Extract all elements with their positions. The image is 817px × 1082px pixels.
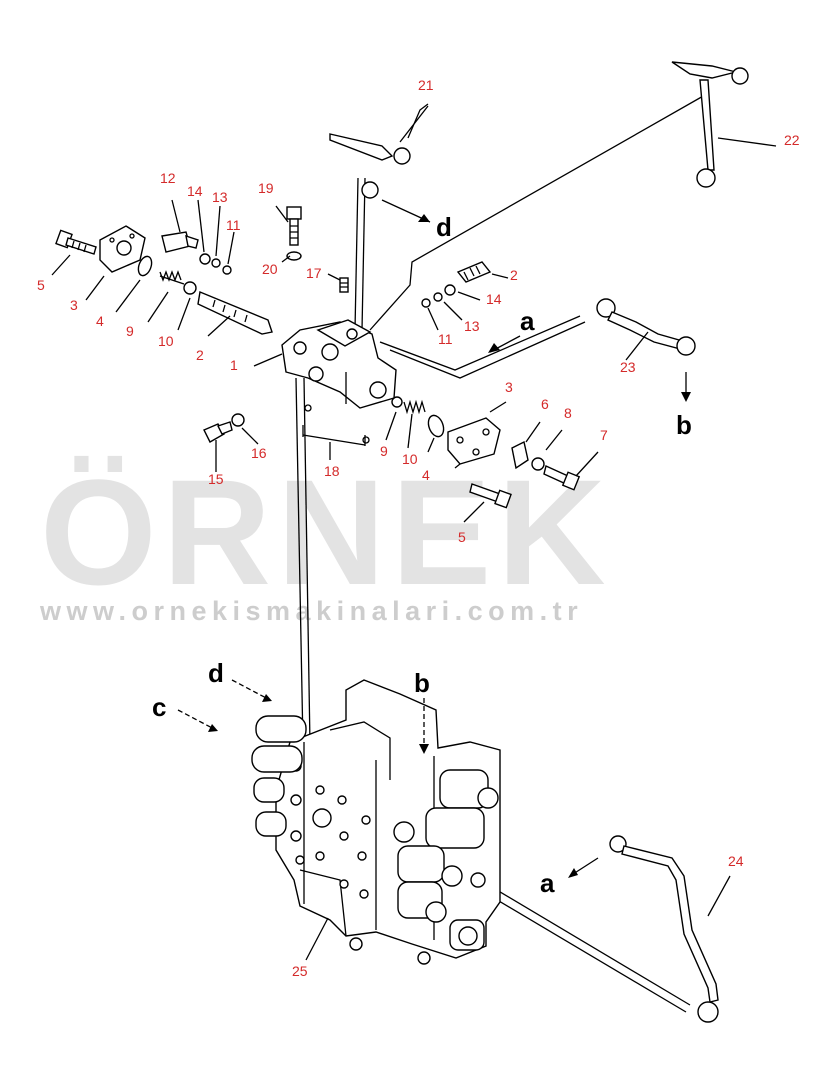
- left-cylinders: [251, 715, 307, 837]
- callout-3-left: 3: [70, 297, 78, 313]
- callout-14-left: 14: [187, 183, 203, 199]
- plug-12: [161, 231, 199, 253]
- spool-2-right: [456, 261, 492, 283]
- callout-18: 18: [324, 463, 340, 479]
- callout-19: 19: [258, 180, 274, 196]
- callout-1: 1: [230, 357, 238, 373]
- callout-23: 23: [620, 359, 636, 375]
- connector-a-top: a: [520, 306, 535, 336]
- callout-24: 24: [728, 853, 744, 869]
- connector-letters: d a b d b c a: [152, 212, 692, 898]
- valve-block-1: [281, 319, 397, 409]
- ring-9-right: [391, 396, 403, 408]
- tube-22: [671, 61, 749, 188]
- leader-lines: [51, 103, 777, 961]
- callout-12: 12: [160, 170, 176, 186]
- bolt-5-left: [55, 229, 97, 255]
- oring-13-right: [433, 292, 443, 302]
- oring-11-right: [421, 298, 431, 308]
- connecting-lines: [295, 94, 706, 1013]
- tube-24: [609, 835, 719, 1023]
- callout-13-right: 13: [464, 318, 480, 334]
- port-holes: [290, 760, 371, 899]
- oring-11-left: [222, 265, 232, 275]
- plug-15: [203, 421, 233, 443]
- spring-10-right: [403, 399, 426, 415]
- callout-2-left: 2: [196, 347, 204, 363]
- upper-parts: [55, 206, 581, 509]
- callout-4-left: 4: [96, 313, 104, 329]
- callout-numbers: 5 3 4 9 10 2 1 12 14 13 11 19 20 17 21 2…: [37, 77, 800, 979]
- callout-5-left: 5: [37, 277, 45, 293]
- oring-14-right: [444, 284, 456, 296]
- callout-11-right: 11: [438, 331, 453, 347]
- oring-4-left: [137, 255, 153, 277]
- callout-4-right: 4: [422, 467, 430, 483]
- oring-16: [231, 413, 245, 427]
- ring-10-left: [183, 281, 197, 295]
- oring-4-right: [427, 414, 445, 438]
- washer-20: [286, 251, 302, 261]
- callout-20: 20: [262, 261, 278, 277]
- callout-14-right: 14: [486, 291, 502, 307]
- bolt-7: [543, 465, 581, 491]
- callout-7: 7: [600, 427, 608, 443]
- callout-8: 8: [564, 405, 572, 421]
- washer-8: [531, 457, 545, 471]
- watermark-url: www.ornekismakinalari.com.tr: [39, 596, 583, 626]
- connector-c: c: [152, 692, 166, 722]
- callout-15: 15: [208, 471, 224, 487]
- callout-2-right: 2: [510, 267, 518, 283]
- callout-13-left: 13: [212, 189, 228, 205]
- tubes: [329, 61, 749, 1023]
- callout-11-left: 11: [226, 217, 241, 233]
- connector-b-top: b: [676, 410, 692, 440]
- right-solenoids: [393, 769, 499, 951]
- callout-21: 21: [418, 77, 434, 93]
- main-valve-25: [251, 679, 501, 965]
- callout-22: 22: [784, 132, 800, 148]
- callout-5-right: 5: [458, 529, 466, 545]
- tube-23: [596, 298, 696, 356]
- oring-14-left: [199, 253, 211, 265]
- callout-16: 16: [251, 445, 267, 461]
- callout-9-left: 9: [126, 323, 134, 339]
- connector-a-bottom: a: [540, 868, 555, 898]
- spring-9-left: [159, 270, 185, 285]
- bracket-6: [511, 440, 529, 470]
- bolt-19: [286, 206, 302, 246]
- callout-25: 25: [292, 963, 308, 979]
- callout-10-left: 10: [158, 333, 174, 349]
- oring-13-left: [211, 258, 221, 268]
- connector-d-top: d: [436, 212, 452, 242]
- connector-b-bottom: b: [414, 668, 430, 698]
- callout-17: 17: [306, 265, 322, 281]
- callout-3-right: 3: [505, 379, 513, 395]
- flange-3-left: [99, 225, 146, 273]
- connector-d-bottom: d: [208, 658, 224, 688]
- watermark-brand: ÖRNEK: [40, 448, 612, 616]
- flange-3-right: [447, 417, 501, 465]
- tube-21: [329, 133, 411, 199]
- direction-arrows: [177, 199, 691, 878]
- callout-9-right: 9: [380, 443, 388, 459]
- spool-2-left: [197, 291, 273, 335]
- plug-17: [339, 277, 349, 293]
- callout-10-right: 10: [402, 451, 418, 467]
- bolt-5-right: [469, 483, 512, 509]
- callout-6: 6: [541, 396, 549, 412]
